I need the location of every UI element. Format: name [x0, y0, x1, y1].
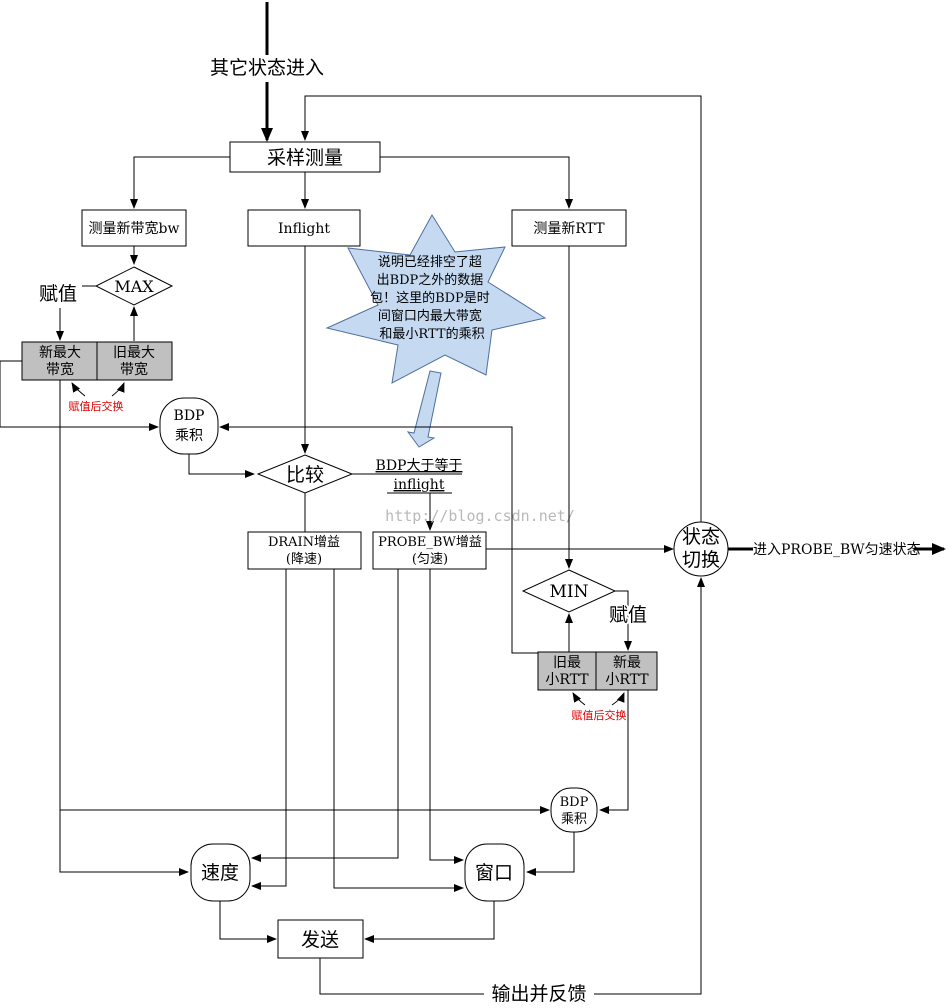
bdp-to-window	[526, 832, 575, 876]
drain-to-speed	[251, 569, 287, 890]
window-to-send	[364, 901, 495, 943]
min-diamond	[521, 569, 617, 613]
new-min-rtt-label: 新最小RTT	[605, 655, 649, 688]
speed-label: 速度	[201, 862, 239, 884]
inflight-label: Inflight	[278, 221, 330, 237]
new-max-bw-box	[21, 341, 98, 381]
window-label: 窗口	[475, 862, 513, 884]
send-out-line	[319, 958, 484, 995]
new-min-rtt-box	[595, 651, 658, 691]
drain-label: DRAIN增益(降速)	[268, 535, 340, 567]
swap-arrow-left-b	[111, 382, 125, 397]
newbw-to-bdp	[0, 360, 159, 431]
newrtt-to-bdp-bottom	[599, 690, 629, 814]
probe-to-speed	[251, 569, 399, 862]
note-line-5: 和最小RTT的乘积	[379, 326, 484, 342]
swap-right-label: 赋值后交换	[572, 708, 627, 722]
swap-left-label: 赋值后交换	[69, 399, 124, 413]
old-min-rtt-label: 旧最小RTT	[545, 655, 589, 688]
enter-probe-label: 进入PROBE_BW匀速状态	[753, 542, 921, 558]
measure-rtt-box	[511, 209, 627, 247]
swap-arrow-left-a	[71, 382, 86, 397]
watermark: http://blog.csdn.net/	[385, 507, 575, 525]
old-min-rtt-box	[537, 651, 597, 691]
compare-label: 比较	[286, 464, 324, 486]
feedback-to-switch	[594, 577, 705, 995]
cond-line-2: inflight	[394, 477, 445, 493]
old-max-bw-label: 旧最大带宽	[113, 345, 155, 378]
min-to-new-rtt	[615, 590, 632, 651]
loop-to-sample	[301, 95, 702, 548]
note-line-1: 说明已经排空了超	[378, 255, 482, 270]
state-switch-label: 状态切换	[682, 526, 720, 571]
sample-label: 采样测量	[267, 147, 343, 169]
note-line-4: 间窗口内最大带宽	[378, 308, 482, 324]
feedback-label: 输出并反馈	[491, 983, 586, 1005]
note-star	[325, 214, 547, 384]
oldrtt-to-bdp	[219, 423, 538, 654]
inflight-box	[247, 209, 361, 247]
arrow-to-bw	[130, 156, 230, 209]
max-diamond	[94, 266, 174, 306]
note-line-2: 出BDP之外的数据	[377, 272, 484, 288]
note-star-text: 说明已经排空了超 出BDP之外的数据 包！这里的BDP是时 间窗口内最大带宽 和…	[370, 255, 494, 342]
swap-arrow-right-a	[572, 692, 586, 706]
drain-box	[247, 531, 362, 570]
newbw-to-speed	[59, 380, 189, 876]
send-label: 发送	[301, 929, 339, 951]
assign-right-label: 赋值	[609, 604, 647, 626]
assign-left-label: 赋值	[39, 283, 77, 305]
bdp-to-compare	[188, 454, 255, 478]
bdp-top-node	[159, 397, 219, 455]
min-label: MIN	[550, 582, 589, 602]
old-max-bw-box	[96, 341, 173, 381]
drain-to-window	[333, 569, 464, 892]
probe-label: PROBE_BW增益(匀速)	[378, 535, 482, 567]
measure-bw-label: 测量新带宽bw	[89, 220, 180, 237]
speed-to-send	[219, 901, 277, 943]
arrow-to-rtt	[380, 156, 573, 209]
max-label: MAX	[114, 277, 154, 296]
cond-line-1: BDP大于等于	[376, 457, 463, 474]
note-line-3: 包！这里的BDP是时	[370, 290, 490, 306]
send-box	[277, 919, 364, 959]
new-max-bw-label: 新最大带宽	[39, 345, 81, 378]
probe-to-window	[429, 569, 464, 864]
swap-arrow-right-b	[611, 692, 625, 706]
probe-box	[372, 531, 487, 570]
note-pointer-arrow	[406, 370, 442, 448]
measure-rtt-label: 测量新RTT	[533, 221, 605, 237]
entry-label: 其它状态进入	[210, 57, 324, 79]
